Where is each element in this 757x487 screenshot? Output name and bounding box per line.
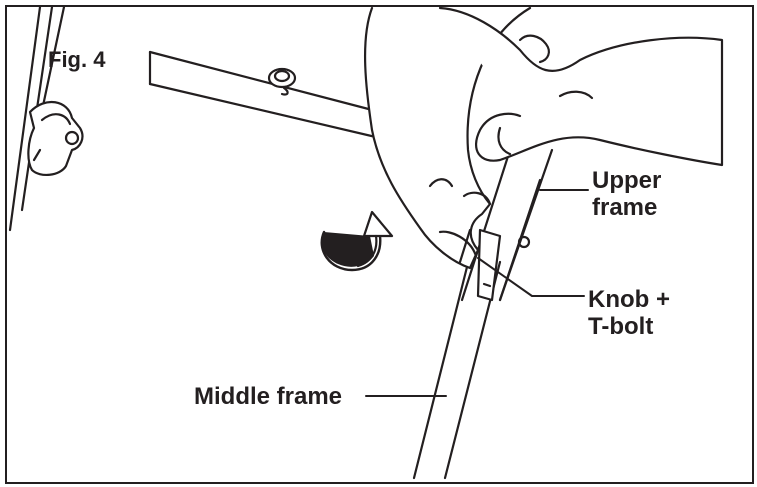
crossbar-bolt	[267, 67, 297, 96]
upper-frame-label-line1: Upper	[592, 167, 662, 194]
knob-tbolt-label: Knob + T-bolt	[588, 286, 670, 340]
upper-frame-label: Upper frame	[592, 167, 661, 221]
knob-tbolt-label-line1: Knob +	[588, 286, 670, 313]
crossbar	[148, 50, 382, 140]
figure-label: Fig. 4	[48, 47, 106, 72]
lower-hand-illustration	[363, 6, 532, 270]
knob-tbolt-label-line2: T-bolt	[588, 313, 654, 340]
leader-lines	[365, 189, 589, 397]
upper-hand-illustration	[438, 6, 724, 167]
upper-frame-label-line2: frame	[592, 194, 658, 221]
middle-frame-label: Middle frame	[194, 383, 343, 410]
left-knob-illustration	[27, 101, 84, 176]
rotation-arrow-icon	[320, 210, 394, 272]
